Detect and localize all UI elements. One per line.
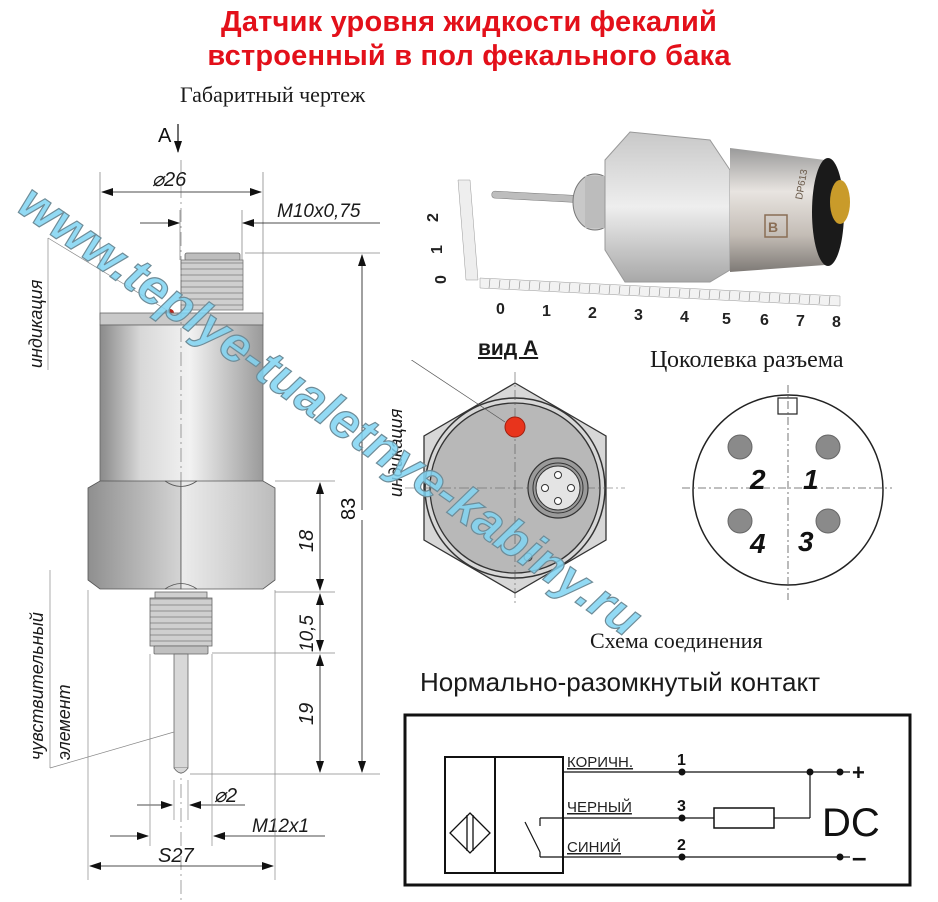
pin-label-2: 2 [749,464,766,495]
pin-label-1: 1 [803,464,819,495]
dimension-drawing: A ⌀26 M10x0,75 83 18 10,5 [26,124,380,900]
svg-text:1: 1 [542,303,551,320]
pin-2 [727,434,753,460]
svg-text:4: 4 [680,309,689,326]
dim-mount-thread: M12x1 [252,816,309,837]
drawing-subtitle: Габаритный чертеж [180,82,366,107]
sensor-photo: B DP613 [491,131,850,283]
view-a-indication-label: индикация [386,408,406,497]
pin-1 [815,434,841,460]
dim-connector-thread: M10x0,75 [277,201,361,222]
svg-text:6: 6 [760,312,769,329]
wire-pin-1: 1 [677,752,686,769]
indicator-led [504,416,526,438]
pin-4 [727,508,753,534]
svg-text:5: 5 [722,311,731,328]
dim-thread-height: 10,5 [297,615,318,652]
dim-probe-length: 19 [296,703,318,725]
wire-pin-2: 2 [677,837,686,854]
pin-3 [815,508,841,534]
pinout-diagram: 2 1 4 3 [682,385,892,600]
terminal-minus: – [852,842,866,872]
dim-body-diameter: ⌀26 [152,169,187,191]
svg-text:2: 2 [425,213,442,222]
wiring-subtitle: Нормально-разомкнутый контакт [420,667,821,697]
dim-hex-height: 18 [296,530,318,552]
page-title-line-1: Датчик уровня жидкости фекалий [220,6,718,38]
wire-label-brown: КОРИЧН. [567,754,633,771]
load-resistor [713,807,775,829]
wire-label-black: ЧЕРНЫЙ [567,798,632,816]
pin-label-3: 3 [798,526,814,557]
wire-pin-3: 3 [677,798,686,815]
view-a-drawing: индикация [386,360,625,605]
dim-probe-diameter: ⌀2 [214,785,237,807]
page-title-line-2: встроенный в пол фекального бака [207,40,731,72]
label-sensing-element-2: элемент [54,684,74,760]
svg-text:8: 8 [832,314,841,330]
svg-text:0: 0 [433,275,450,284]
product-photo: 0 1 2 3 4 5 6 7 8 0 1 2 B DP613 [425,131,850,330]
ruler: 0 1 2 3 4 5 6 7 8 0 1 2 [425,179,841,330]
svg-text:B: B [768,219,778,235]
label-sensing-element-1: чувствительный [27,612,47,760]
dim-hex-size: S27 [158,845,194,867]
body-marking: DP613 [794,168,810,200]
dim-total-length: 83 [338,498,360,520]
wiring-title: Схема соединения [590,628,763,653]
svg-text:7: 7 [796,313,805,330]
label-indication: индикация [26,279,46,368]
wiring-diagram: КОРИЧН. ЧЕРНЫЙ СИНИЙ 1 3 2 + – DC [403,713,912,887]
supply-dc: DC [822,801,880,845]
svg-text:1: 1 [429,245,446,254]
wire-label-blue: СИНИЙ [567,838,621,856]
svg-text:0: 0 [496,301,505,318]
pinout-title: Цоколевка разъема [650,347,844,373]
svg-text:3: 3 [634,307,643,324]
pin-label-4: 4 [749,528,766,559]
view-a-title: вид А [478,337,539,360]
terminal-plus: + [852,760,865,785]
svg-text:2: 2 [588,305,597,322]
view-marker-a: A [158,125,172,147]
